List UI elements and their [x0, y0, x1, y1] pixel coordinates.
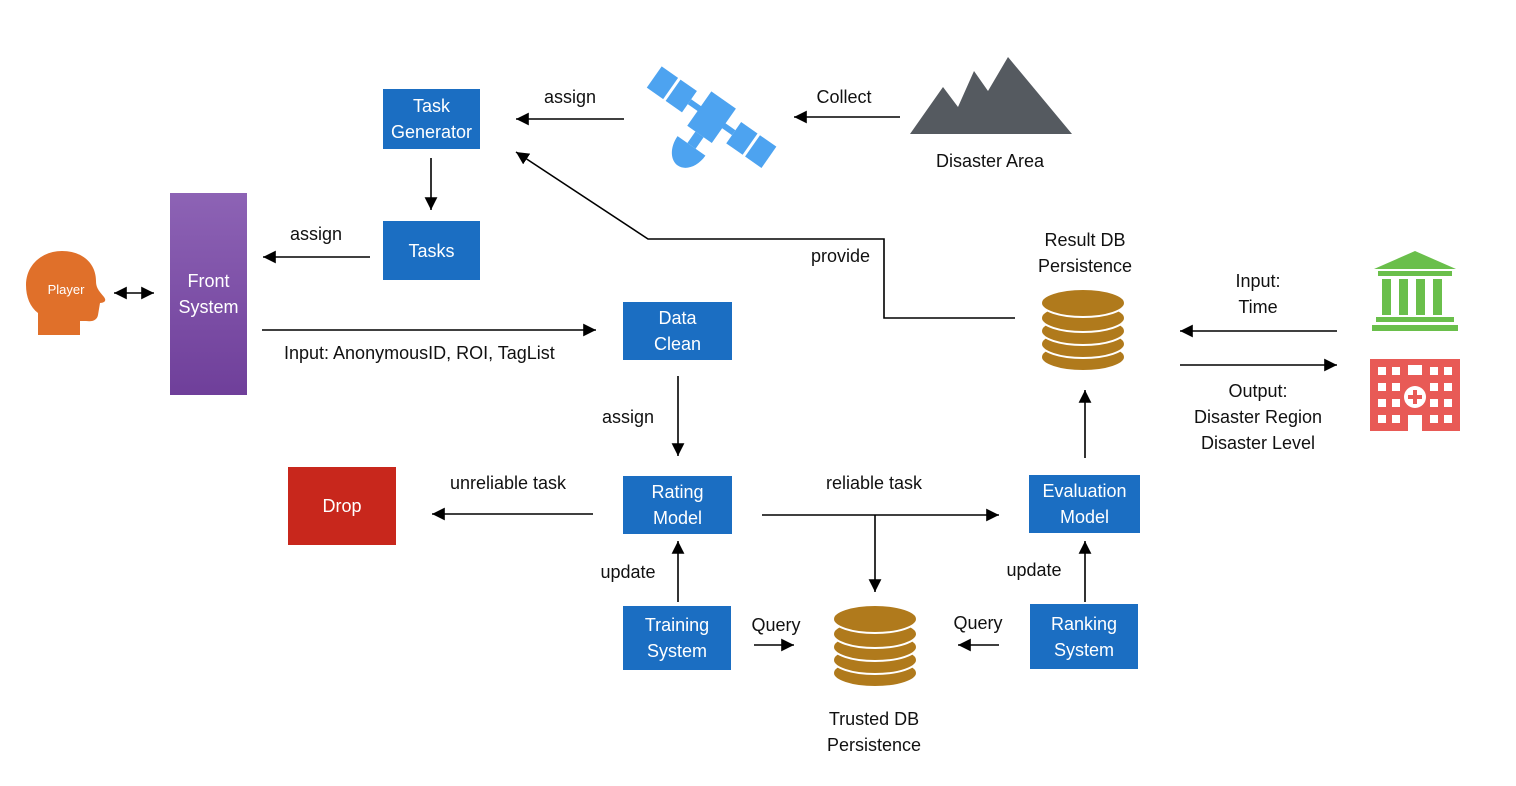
front-system-node: Front System: [170, 193, 247, 395]
assign-label-tasks: assign: [289, 224, 343, 244]
drop-node: Drop: [288, 467, 396, 545]
input-time-label: Input: Time: [1235, 271, 1281, 317]
update-label-rating: update: [600, 562, 656, 582]
trusted-db-label: Trusted DB Persistence: [826, 709, 922, 755]
arrow-provide-to-task-generator: [515, 151, 1015, 319]
player-label: Player: [47, 282, 85, 297]
reliable-task-label: reliable task: [825, 473, 923, 493]
mountain-icon: [910, 57, 1072, 134]
provide-label: provide: [811, 246, 871, 266]
query-label-training: Query: [751, 615, 801, 635]
disaster-area-label: Disaster Area: [935, 151, 1045, 171]
evaluation-model-node: Evaluation Model: [1029, 475, 1140, 533]
player-head-icon: [26, 251, 106, 335]
database-icon: [1040, 288, 1126, 372]
front-input-label: Input: AnonymousID, ROI, TagList: [284, 343, 555, 363]
data-clean-node: Data Clean: [623, 302, 732, 360]
database-icon: [832, 604, 918, 688]
assign-label-satellite: assign: [543, 87, 597, 107]
satellite-icon: [646, 66, 777, 168]
government-building-icon: [1372, 251, 1458, 331]
task-generator-node: Task Generator: [383, 89, 480, 149]
collect-label: Collect: [816, 87, 872, 107]
update-label-evaluation: update: [1006, 560, 1062, 580]
tasks-node: Tasks: [383, 221, 480, 280]
query-label-ranking: Query: [953, 613, 1003, 633]
ranking-system-node: Ranking System: [1030, 604, 1138, 669]
result-db-label: Result DB Persistence: [1037, 230, 1133, 276]
unreliable-task-label: unreliable task: [449, 473, 567, 493]
assign-label-data-clean: assign: [601, 407, 655, 427]
output-label: Output: Disaster Region Disaster Level: [1193, 381, 1323, 453]
rating-model-node: Rating Model: [623, 476, 732, 534]
training-system-node: Training System: [623, 606, 731, 670]
hospital-icon: [1370, 359, 1460, 431]
